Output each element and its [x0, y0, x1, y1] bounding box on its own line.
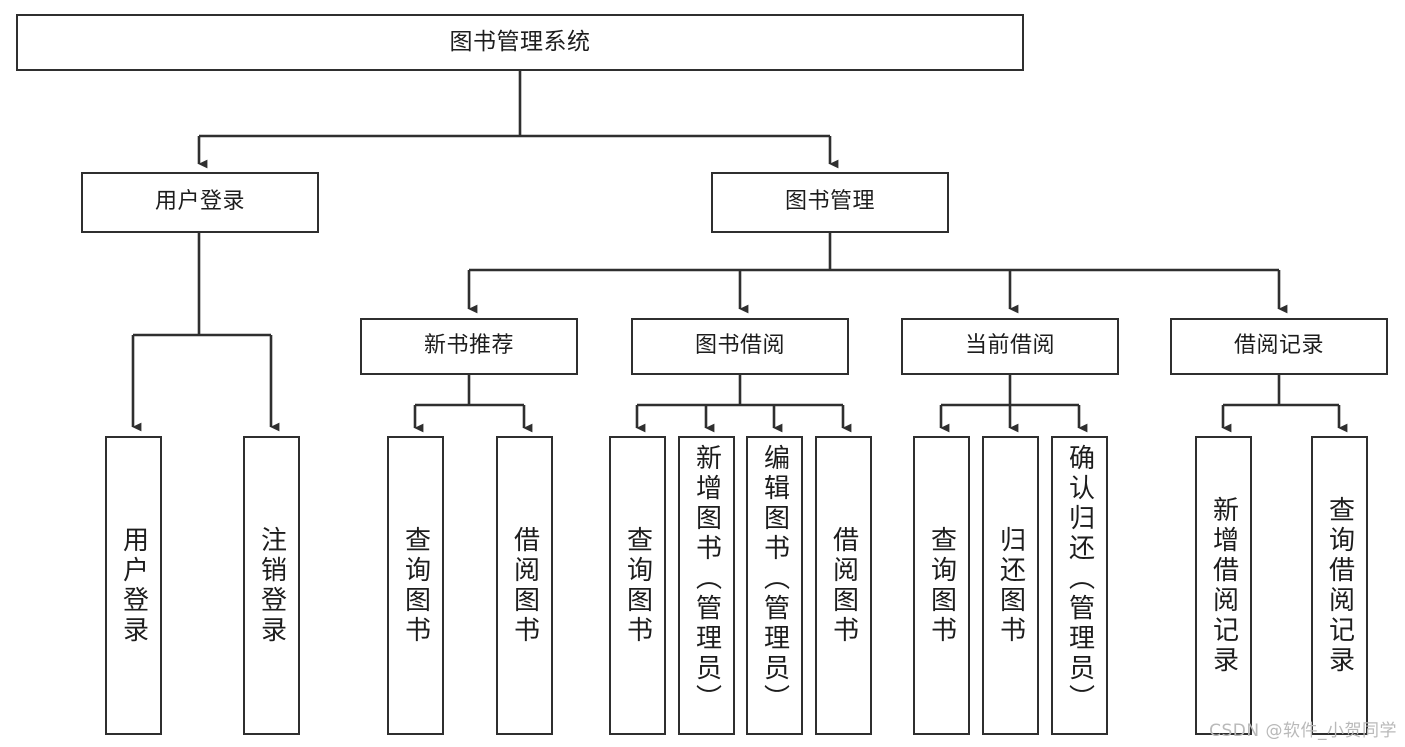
node-leaf-query-book-1[interactable]: 查询图书	[387, 436, 444, 735]
node-leaf-query-record[interactable]: 查询借阅记录	[1311, 436, 1368, 735]
node-borrow-record-label: 借阅记录	[1233, 333, 1324, 359]
node-leaf-return-book-label: 归还图书	[995, 525, 1026, 646]
node-book-manage-label: 图书管理	[784, 189, 875, 215]
node-leaf-query-book-2[interactable]: 查询图书	[609, 436, 666, 735]
node-new-book-rec-label: 新书推荐	[423, 333, 514, 359]
node-leaf-borrow-book-2-label: 借阅图书	[828, 525, 859, 646]
node-leaf-user-login-label: 用户登录	[118, 525, 149, 646]
node-leaf-confirm-return[interactable]: 确认归还（管理员）	[1051, 436, 1108, 735]
node-borrow-record[interactable]: 借阅记录	[1170, 318, 1388, 375]
node-leaf-query-book-1-label: 查询图书	[400, 525, 431, 646]
node-leaf-borrow-book-2[interactable]: 借阅图书	[815, 436, 872, 735]
node-leaf-user-login[interactable]: 用户登录	[105, 436, 162, 735]
watermark-text: CSDN @软件_小贺同学	[1209, 721, 1397, 741]
node-book-manage[interactable]: 图书管理	[711, 172, 949, 233]
node-leaf-add-record-label: 新增借阅记录	[1208, 495, 1239, 676]
node-new-book-rec[interactable]: 新书推荐	[360, 318, 578, 375]
node-leaf-query-book-2-label: 查询图书	[622, 525, 653, 646]
node-leaf-edit-book[interactable]: 编辑图书（管理员）	[746, 436, 803, 735]
node-leaf-confirm-return-label: 确认归还（管理员）	[1064, 444, 1095, 714]
node-leaf-add-book[interactable]: 新增图书（管理员）	[678, 436, 735, 735]
node-leaf-borrow-book-1-label: 借阅图书	[509, 525, 540, 646]
node-leaf-edit-book-label: 编辑图书（管理员）	[759, 444, 790, 714]
node-leaf-query-book-3[interactable]: 查询图书	[913, 436, 970, 735]
node-leaf-logout-label: 注销登录	[256, 525, 287, 646]
node-leaf-return-book[interactable]: 归还图书	[982, 436, 1039, 735]
node-book-borrow-label: 图书借阅	[694, 333, 785, 359]
node-root-label: 图书管理系统	[449, 28, 591, 55]
node-leaf-query-book-3-label: 查询图书	[926, 525, 957, 646]
node-user-login[interactable]: 用户登录	[81, 172, 319, 233]
node-leaf-query-record-label: 查询借阅记录	[1324, 495, 1355, 676]
node-book-borrow[interactable]: 图书借阅	[631, 318, 849, 375]
node-leaf-add-record[interactable]: 新增借阅记录	[1195, 436, 1252, 735]
node-current-borrow[interactable]: 当前借阅	[901, 318, 1119, 375]
node-leaf-logout[interactable]: 注销登录	[243, 436, 300, 735]
node-root[interactable]: 图书管理系统	[16, 14, 1024, 71]
node-user-login-label: 用户登录	[154, 189, 245, 215]
node-current-borrow-label: 当前借阅	[964, 333, 1055, 359]
node-leaf-borrow-book-1[interactable]: 借阅图书	[496, 436, 553, 735]
node-leaf-add-book-label: 新增图书（管理员）	[691, 444, 722, 714]
